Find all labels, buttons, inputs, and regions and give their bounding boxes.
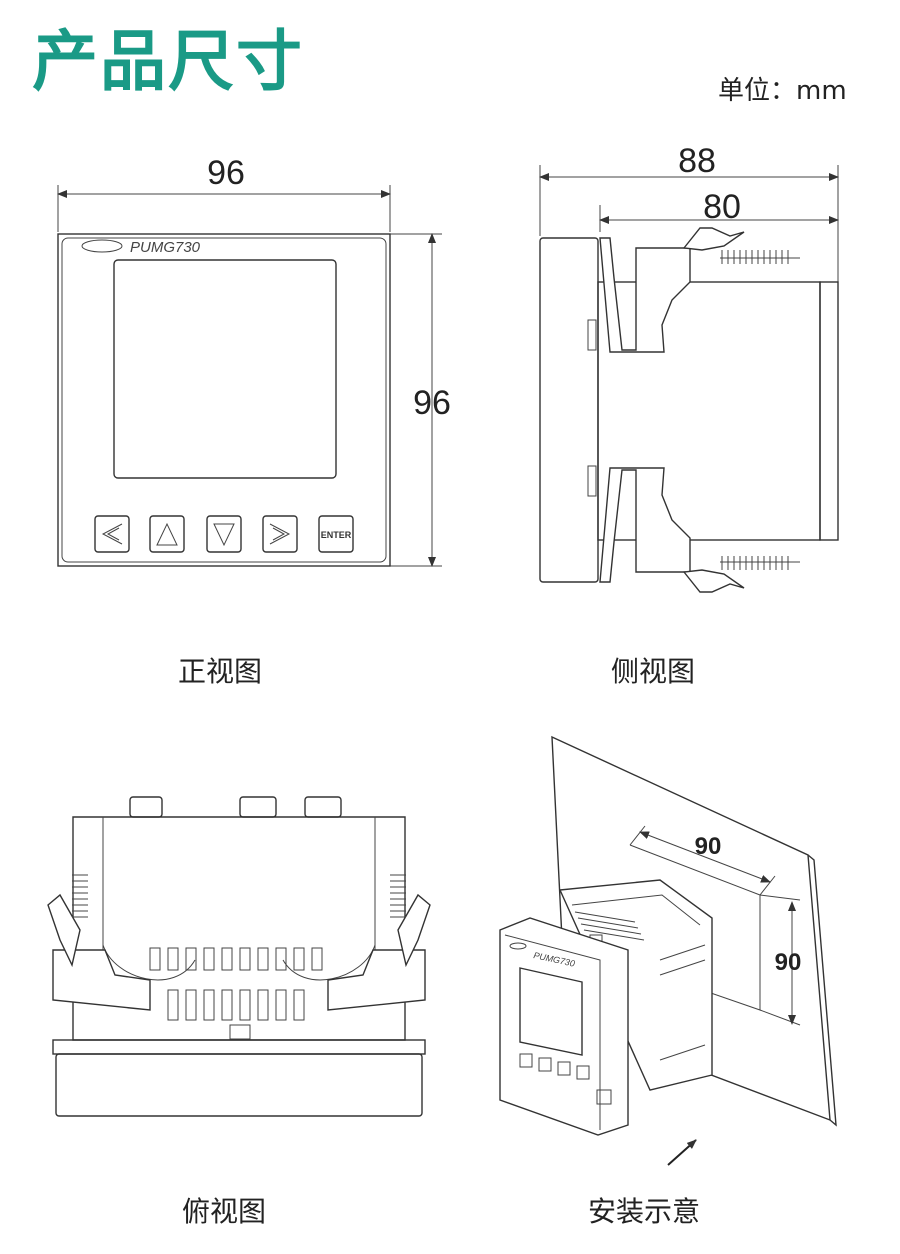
front-view-caption: 正视图 — [177, 655, 262, 688]
front-button-left — [94, 515, 130, 553]
front-button-right — [262, 515, 298, 553]
front-button-down — [206, 515, 242, 553]
side-body-depth-dim: 80 — [703, 188, 741, 226]
top-view-caption: 俯视图 — [181, 1195, 266, 1228]
front-width-dim: 96 — [207, 154, 245, 192]
side-view-caption: 侧视图 — [610, 655, 695, 688]
top-view — [47, 796, 431, 1117]
front-model-label: PUMG730 — [130, 239, 201, 256]
side-overall-depth-dim: 88 — [678, 142, 716, 180]
front-button-up — [149, 515, 185, 553]
unit-label: 单位：mm — [718, 76, 847, 106]
install-view: 90 90 PUMG730 — [499, 735, 837, 1166]
brand-logo — [81, 239, 123, 253]
front-view: 96 96 PUMG730 — [57, 154, 451, 567]
display-screen — [113, 259, 337, 479]
install-view-caption: 安装示意 — [587, 1195, 700, 1228]
insert-arrow-icon — [667, 1139, 697, 1166]
install-cutout-width-dim: 90 — [695, 833, 722, 860]
side-view: 88 80 — [539, 142, 839, 593]
enter-label: ENTER — [321, 530, 352, 540]
front-height-dim: 96 — [413, 384, 451, 422]
install-cutout-height-dim: 90 — [775, 949, 802, 976]
page-title: 产品尺寸 — [32, 23, 304, 100]
front-button-enter: ENTER — [318, 515, 354, 553]
